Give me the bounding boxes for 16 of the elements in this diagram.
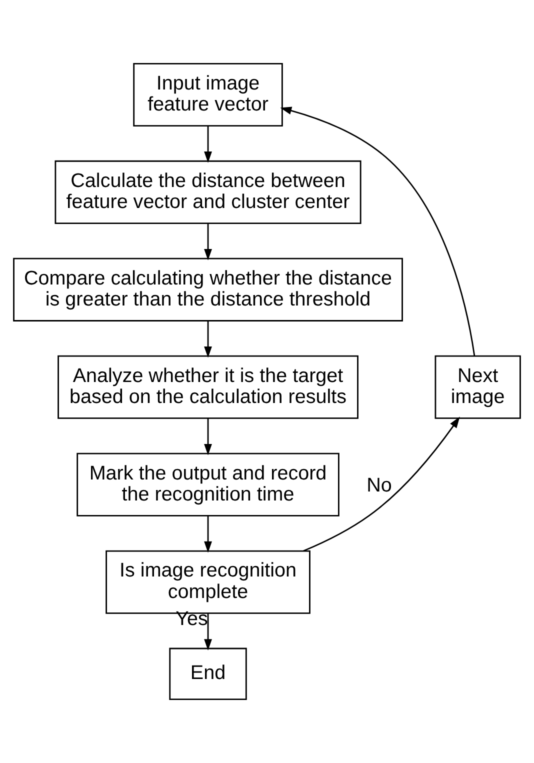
arrow — [204, 126, 212, 163]
arrow — [204, 418, 212, 456]
arrow — [204, 516, 212, 553]
arrow — [204, 224, 212, 260]
arrow — [204, 614, 212, 650]
node-box: Next image — [434, 355, 521, 419]
arrow — [303, 416, 460, 552]
node-box: Calculate the distance between feature vector and cluster center — [54, 160, 362, 224]
arrow — [204, 321, 212, 358]
arrow — [280, 106, 476, 356]
edge-label: No — [366, 474, 392, 497]
node-box: End — [169, 648, 247, 700]
node-box: Mark the output and record the recognition time — [76, 452, 340, 516]
node-box: Compare calculating whether the distance is greater than the distance threshold — [13, 258, 403, 322]
node-box: Input image feature vector — [133, 62, 283, 127]
node-box: Analyze whether it is the target based on the calculation results — [58, 355, 358, 419]
